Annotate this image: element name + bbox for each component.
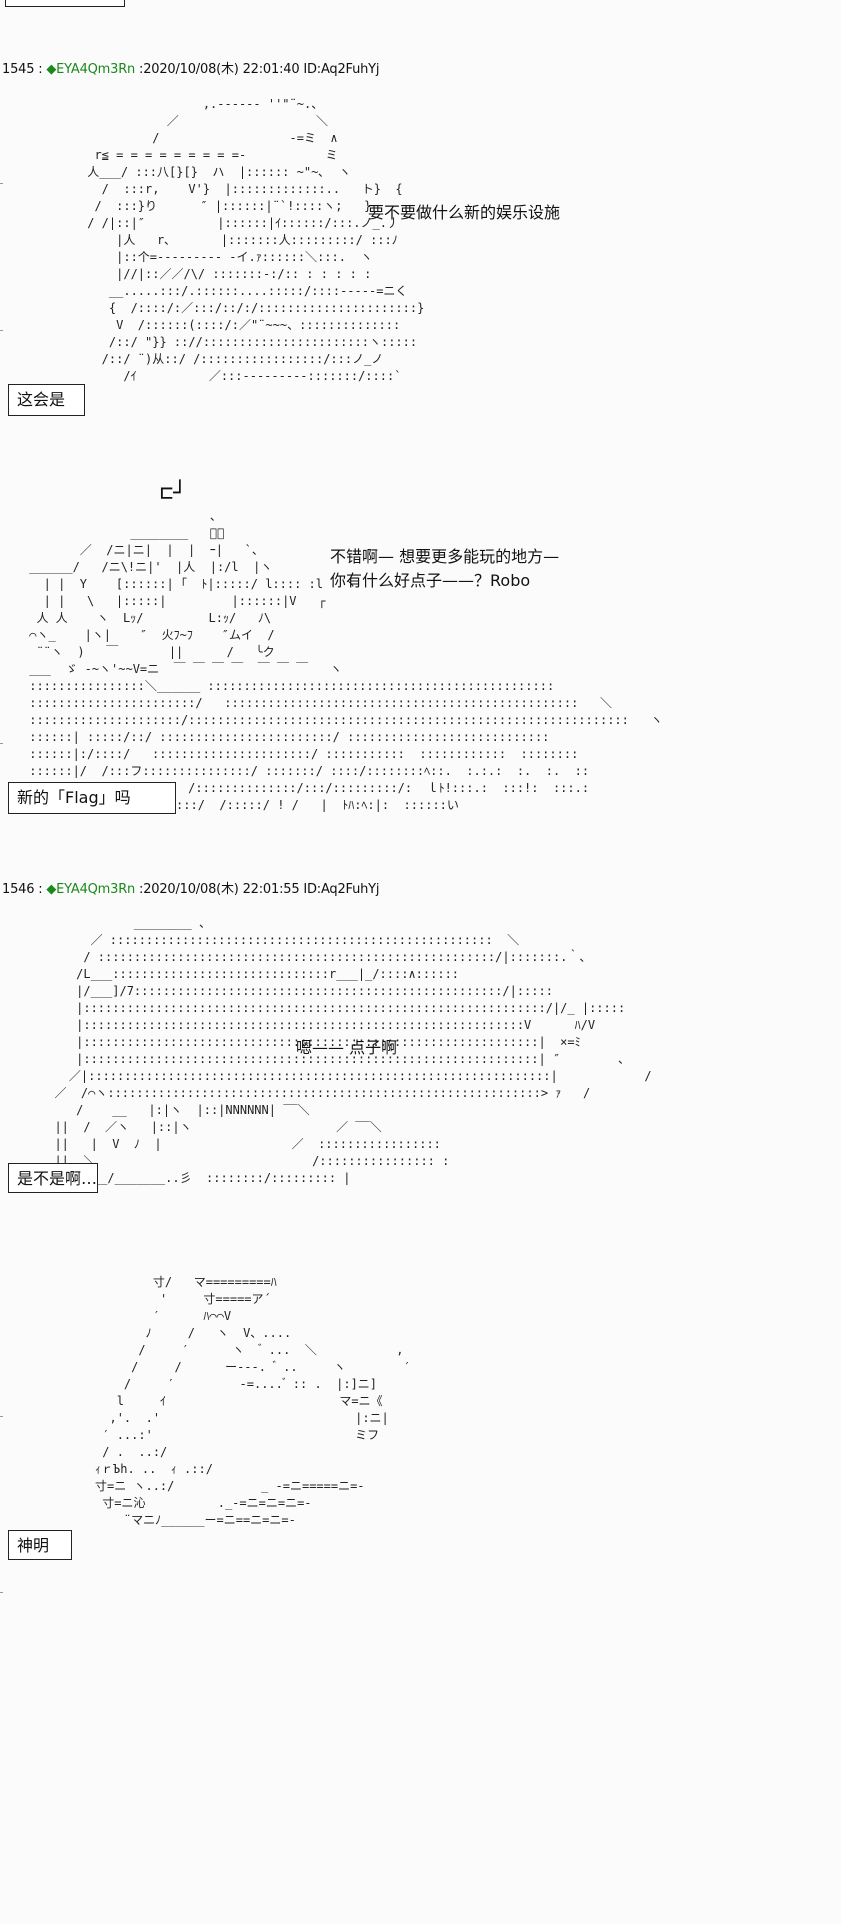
dialog-line-2b: 你有什么好点子——？Robo: [330, 571, 531, 590]
ascii-art-girl-cheerful: 、 ________ ﾞ、 ／ /ニ|ニ| | | ｰ| `、 ______/ …: [29, 509, 663, 812]
caption-box-2: 新的「Flag」吗: [8, 782, 176, 814]
post-meta: :2020/10/08(木) 22:01:40 ID:Aq2FuhYj: [135, 62, 380, 77]
poster-trip[interactable]: ◆EYA4Qm3Rn: [46, 882, 136, 897]
margin-tick: [0, 330, 3, 331]
dialog-line-2a: 不错啊— 想要更多能玩的地方—: [330, 547, 560, 566]
caption-box-3: 是不是啊…: [8, 1163, 98, 1193]
post-meta: :2020/10/08(木) 22:01:55 ID:Aq2FuhYj: [135, 882, 380, 897]
ascii-art-girl-with-hat: ,.--‐‐‐‐ ''"¨~.、 ／ ＼ / -=ミ ∧ r≦ = = = = …: [87, 97, 425, 383]
post-header-1545: 1545 : ◆EYA4Qm3Rn :2020/10/08(木) 22:01:4…: [2, 62, 380, 77]
dialog-line-3: 嗯—— 点子啊: [296, 1038, 398, 1057]
previous-caption-box: [5, 0, 125, 7]
post-number: 1545: [2, 62, 35, 77]
caption-box-4: 神明: [8, 1530, 72, 1560]
margin-tick: [0, 743, 3, 744]
post-header-1546: 1546 : ◆EYA4Qm3Rn :2020/10/08(木) 22:01:5…: [2, 882, 380, 897]
poster-trip[interactable]: ◆EYA4Qm3Rn: [46, 62, 136, 77]
ascii-art-goddess-walking: 寸/ マ=========ﾊ ' 寸=====ア´ ′ ﾊ⌒⌒V ﾉ / ヽ V…: [95, 1275, 411, 1527]
dialog-line-1: 要不要做什么新的娱乐设施: [368, 203, 561, 222]
margin-tick: [0, 183, 3, 184]
flag-mark-icon: ⊏┘: [160, 481, 187, 506]
margin-tick: [0, 1416, 3, 1417]
caption-box-1: 这会是: [8, 384, 85, 416]
ascii-art-girl-thinking: ________ 、 ／ :::::::::::::::::::::::::::…: [47, 916, 652, 1185]
margin-tick: [0, 1592, 3, 1593]
post-number: 1546: [2, 882, 35, 897]
